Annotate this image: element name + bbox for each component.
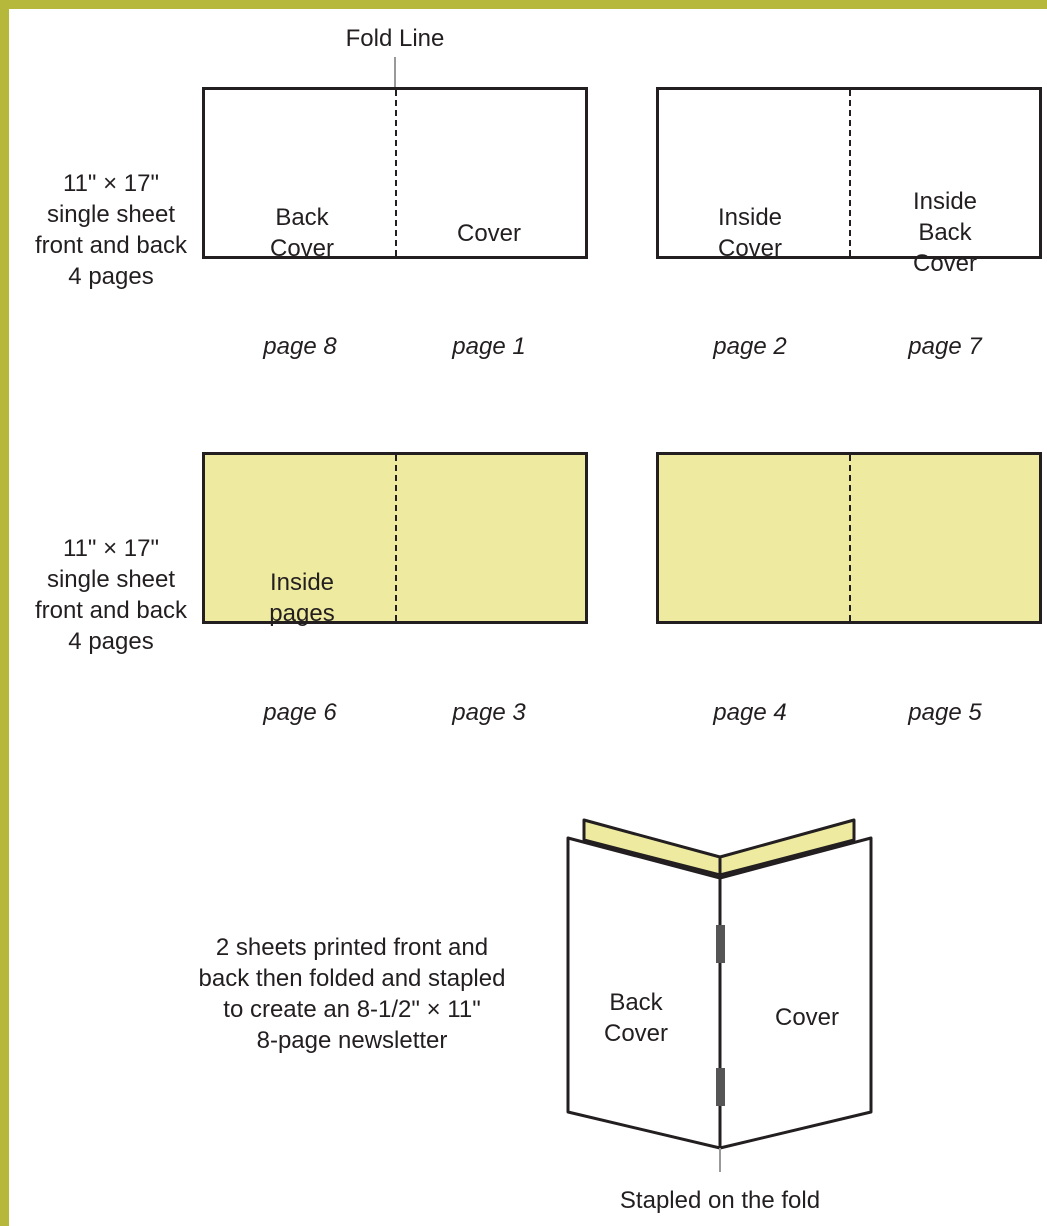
cover-title: Cover <box>414 218 564 249</box>
title-line: Back <box>609 989 663 1016</box>
title-line: Cover <box>717 235 783 262</box>
fold-line <box>395 455 397 621</box>
title-line: Back <box>918 219 972 246</box>
page-number: page 5 <box>908 699 982 726</box>
back-cover-title: Back Cover <box>232 202 372 264</box>
description-line: 8-page newsletter <box>256 1027 448 1054</box>
title-line: Cover <box>456 220 522 247</box>
title-line: Back <box>275 204 329 231</box>
title-line: Cover <box>774 1004 840 1031</box>
inside-back-cover-title: Inside Back Cover <box>870 186 1020 279</box>
booklet-right-panel <box>718 836 873 1150</box>
accent-border-top <box>0 0 1047 9</box>
row1-sheet-inside <box>656 87 1042 259</box>
row2-sheet-inside <box>656 452 1042 624</box>
description-line: back then folded and stapled <box>198 965 506 992</box>
fold-line <box>849 455 851 621</box>
row2-side-label-line: single sheet <box>46 566 176 593</box>
title-line: Cover <box>603 1020 669 1047</box>
booklet-back-cover-title: Back Cover <box>576 987 696 1049</box>
row1-sheet-outside <box>202 87 588 259</box>
stapled-on-fold-label: Stapled on the fold <box>619 1187 821 1214</box>
inside-cover-title: Inside Cover <box>680 202 820 264</box>
fold-line-leader <box>394 57 396 89</box>
page-number: page 8 <box>263 333 337 360</box>
page-number: page 7 <box>908 333 982 360</box>
row2-side-label-line: front and back <box>34 597 188 624</box>
row2-sheet-outside <box>202 452 588 624</box>
title-line: Inside <box>912 188 978 215</box>
row2-side-label: 11" × 17" single sheet front and back 4 … <box>14 533 208 657</box>
description-line: to create an 8-1/2" × 11" <box>223 996 481 1023</box>
page-number: page 1 <box>452 333 526 360</box>
row1-side-label-line: single sheet <box>46 201 176 228</box>
booklet-description: 2 sheets printed front and back then fol… <box>172 932 532 1056</box>
fold-line <box>395 90 397 256</box>
title-line: Cover <box>269 235 335 262</box>
row2-side-label-line: 4 pages <box>68 628 154 655</box>
row1-side-label-line: 11" × 17" <box>63 170 159 197</box>
fold-line <box>849 90 851 256</box>
page-number: page 2 <box>713 333 787 360</box>
row2-side-label-line: 11" × 17" <box>63 535 159 562</box>
row1-side-label-line: 4 pages <box>68 263 154 290</box>
page-number: page 4 <box>713 699 787 726</box>
title-line: pages <box>269 600 335 627</box>
page-number: page 6 <box>263 699 337 726</box>
title-line: Inside <box>717 204 783 231</box>
staple-bottom <box>716 1068 725 1106</box>
page-number: page 3 <box>452 699 526 726</box>
description-line: 2 sheets printed front and <box>215 934 489 961</box>
staple-top <box>716 925 725 963</box>
title-line: Cover <box>912 250 978 277</box>
row1-side-label: 11" × 17" single sheet front and back 4 … <box>14 168 208 292</box>
inner-sheet-right <box>718 818 856 877</box>
title-line: Inside <box>269 569 335 596</box>
row1-side-label-line: front and back <box>34 232 188 259</box>
accent-border-left <box>0 0 9 1226</box>
fold-line-label: Fold Line <box>345 25 445 52</box>
booklet-cover-title: Cover <box>752 1002 862 1033</box>
inside-pages-title: Inside pages <box>232 567 372 629</box>
